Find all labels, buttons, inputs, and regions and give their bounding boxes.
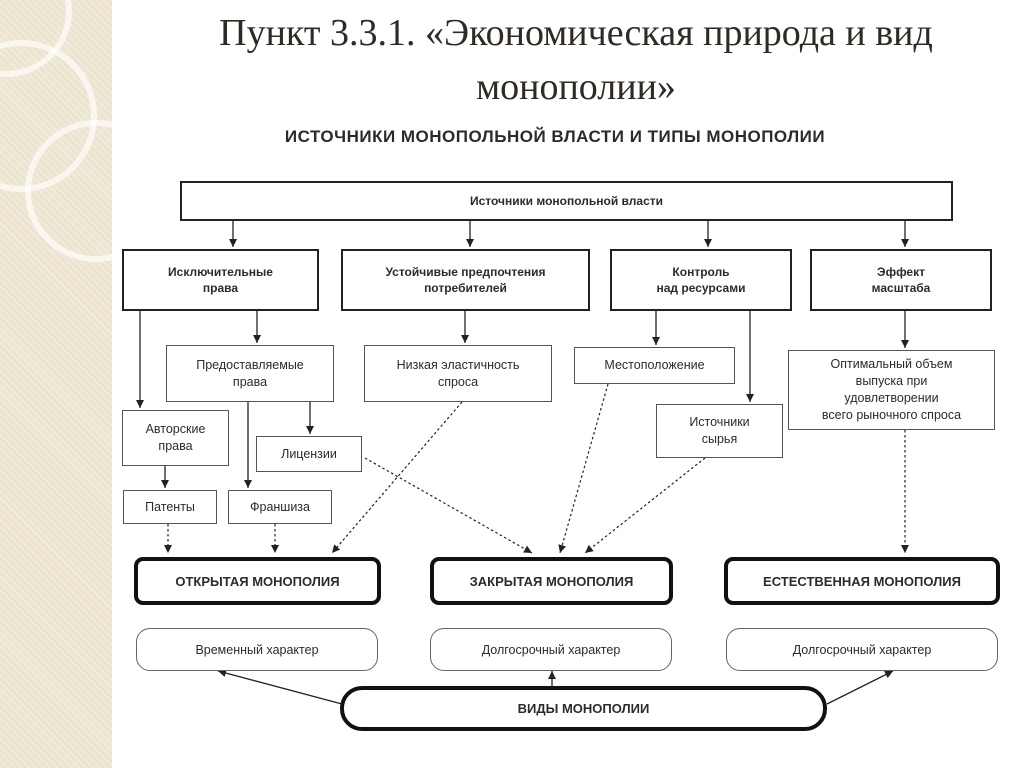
detail-licenses: Лицензии [256,436,362,472]
source-resource-control: Контроль над ресурсами [610,249,792,311]
character-long-term-natural-label: Долгосрочный характер [792,642,932,657]
type-closed-monopoly-label: ЗАКРЫТАЯ МОНОПОЛИЯ [469,573,634,589]
type-natural-monopoly-label: ЕСТЕСТВЕННАЯ МОНОПОЛИЯ [763,573,961,589]
root-sources-label: Источники монопольной власти [470,194,663,208]
detail-low-elasticity-label: Низкая эластичность спроса [396,357,520,389]
character-temporary-label: Временный характер [195,642,319,657]
detail-copyright: Авторские права [122,410,229,466]
detail-optimal-output: Оптимальный объем выпуска при удовлетвор… [788,350,995,430]
arrow [331,401,463,554]
arrow [217,669,343,705]
source-resource-control-label: Контроль над ресурсами [656,265,746,295]
character-long-term-closed: Долгосрочный характер [430,628,672,671]
kinds-of-monopoly: ВИДЫ МОНОПОЛИИ [340,686,827,731]
detail-licenses-label: Лицензии [281,446,337,461]
detail-raw-sources-label: Источники сырья [689,415,750,446]
detail-franchise: Франшиза [228,490,332,524]
detail-granted-rights: Предоставляемые права [166,345,334,402]
character-long-term-natural: Долгосрочный характер [726,628,998,671]
detail-patents-label: Патенты [145,499,195,514]
diagram-title: ИСТОЧНИКИ МОНОПОЛЬНОЙ ВЛАСТИ И ТИПЫ МОНО… [284,127,826,146]
character-temporary: Временный характер [136,628,378,671]
detail-optimal-output-label: Оптимальный объем выпуска при удовлетвор… [821,357,962,422]
kinds-of-monopoly-label: ВИДЫ МОНОПОЛИИ [517,701,650,716]
detail-raw-sources: Источники сырья [656,404,783,458]
detail-low-elasticity: Низкая эластичность спроса [364,345,552,402]
arrow [364,457,533,554]
arrow [584,457,706,554]
detail-patents: Патенты [123,490,217,524]
source-scale-effect: Эффект масштаба [810,249,992,311]
source-exclusive-rights-label: Исключительные права [168,265,273,295]
detail-granted-rights-label: Предоставляемые права [196,357,304,389]
root-sources-box: Источники монопольной власти [180,181,953,221]
slide-title: Пункт 3.3.1. «Экономическая природа и ви… [219,12,933,108]
arrow [826,670,894,705]
source-consumer-preferences-label: Устойчивые предпочтения потребителей [385,265,546,295]
source-consumer-preferences: Устойчивые предпочтения потребителей [341,249,590,311]
type-open-monopoly: ОТКРЫТАЯ МОНОПОЛИЯ [134,557,381,605]
arrow [558,383,609,554]
character-long-term-closed-label: Долгосрочный характер [481,642,621,657]
detail-location: Местоположение [574,347,735,384]
decorative-sidebar [0,0,112,768]
detail-copyright-label: Авторские права [145,422,206,453]
source-scale-effect-label: Эффект масштаба [871,265,931,295]
detail-franchise-label: Франшиза [249,499,310,514]
type-closed-monopoly: ЗАКРЫТАЯ МОНОПОЛИЯ [430,557,673,605]
type-natural-monopoly: ЕСТЕСТВЕННАЯ МОНОПОЛИЯ [724,557,1000,605]
detail-location-label: Местоположение [604,358,705,372]
type-open-monopoly-label: ОТКРЫТАЯ МОНОПОЛИЯ [175,573,340,589]
source-exclusive-rights: Исключительные права [122,249,319,311]
